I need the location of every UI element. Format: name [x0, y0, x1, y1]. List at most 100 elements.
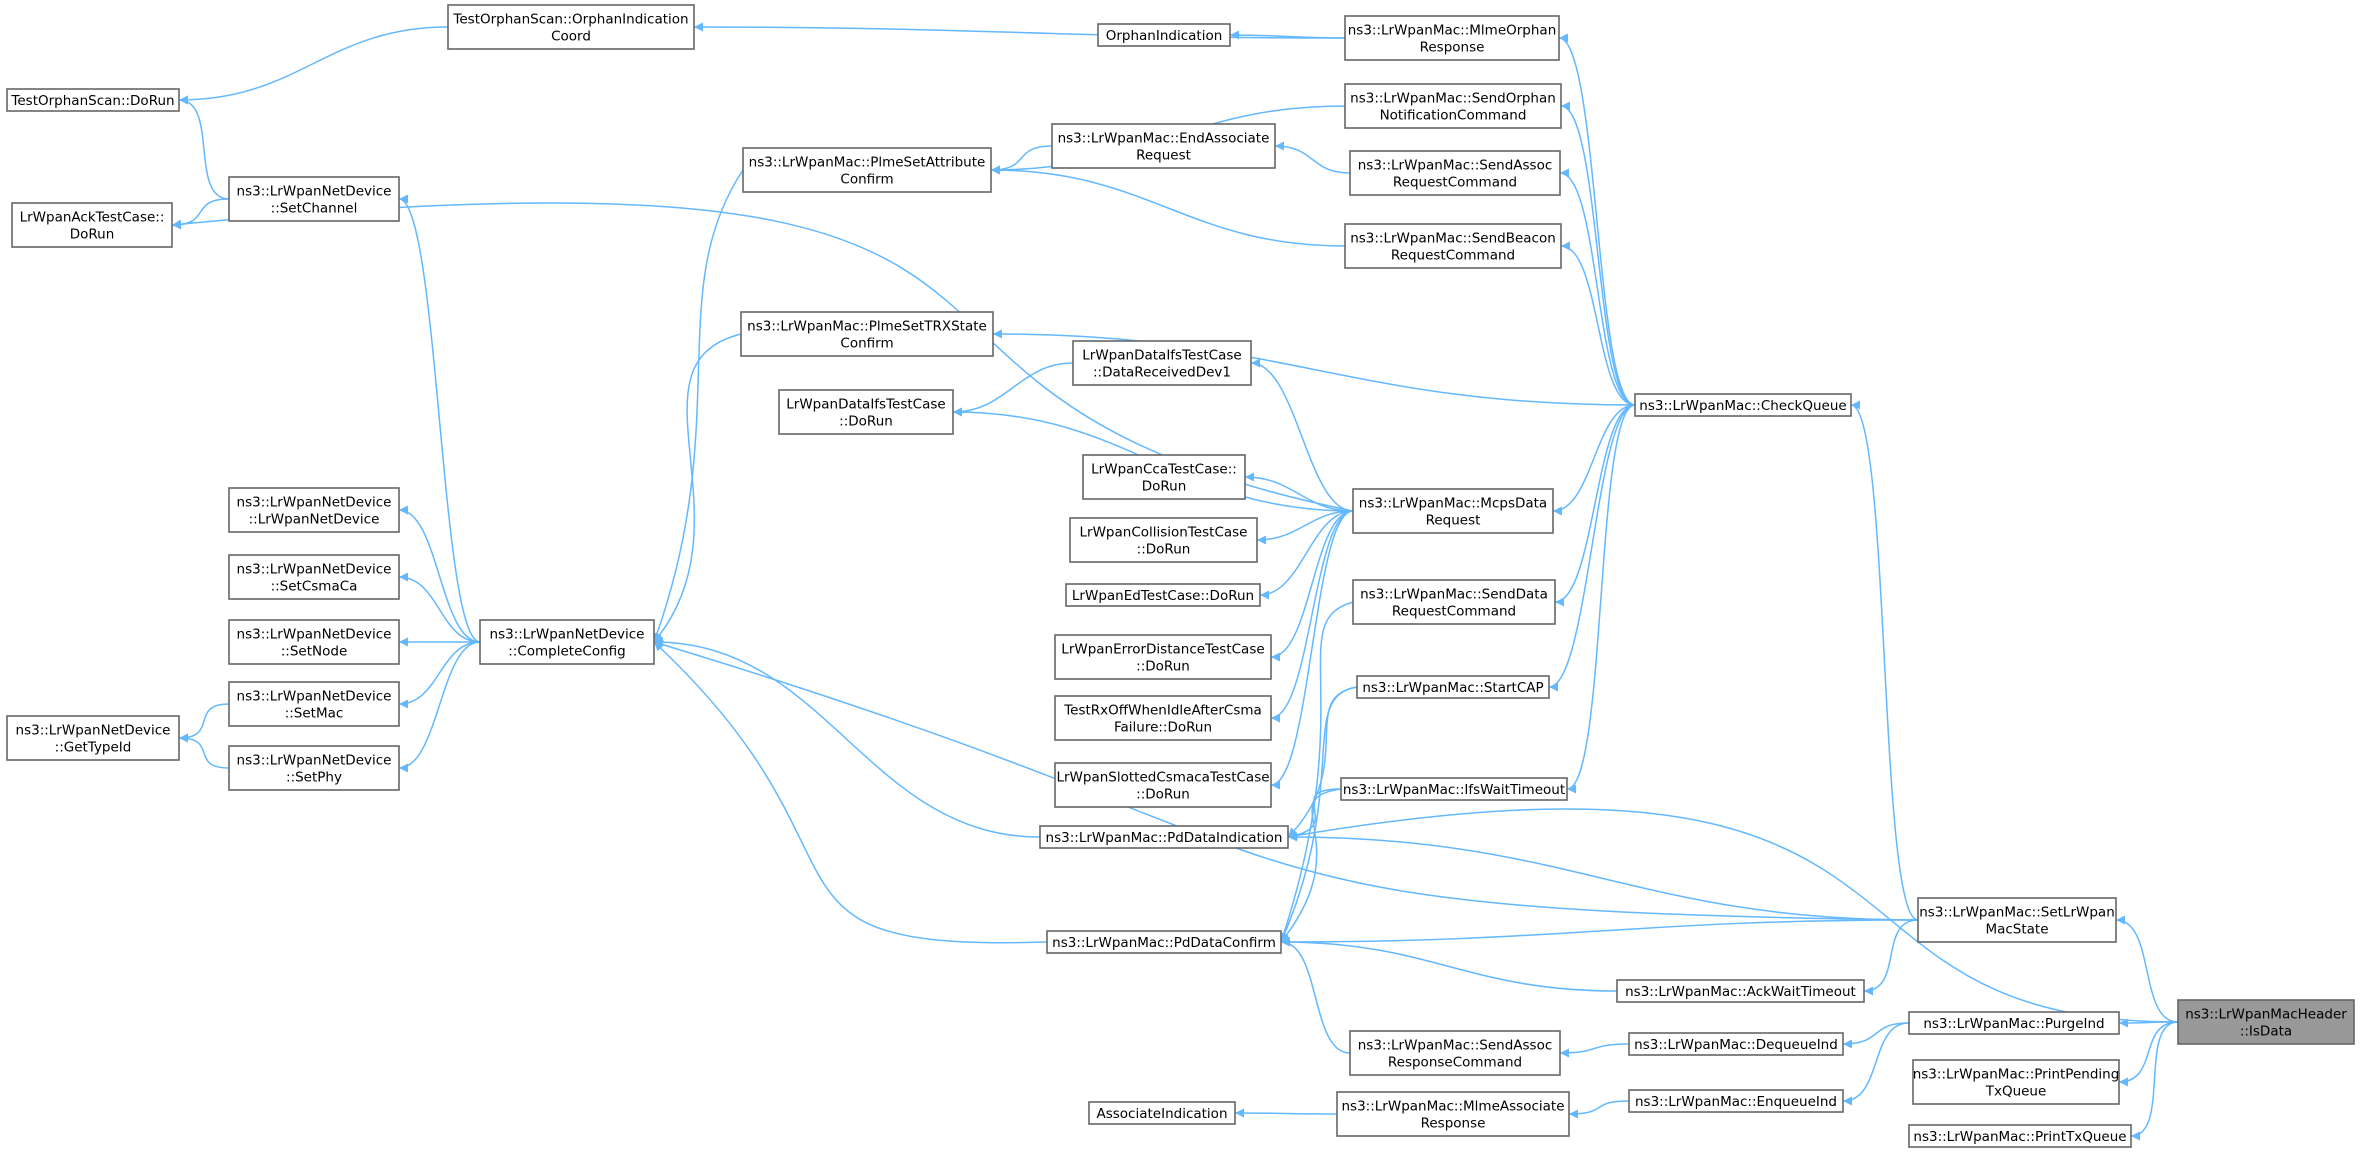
edge-plmesetattributeconfirm-to-endassociaterequest: [990, 145, 1053, 175]
edge-lrwpanacktestcase-dorun-to-mcpsdatarequest: [171, 202, 1354, 512]
node-lrwpannetdevice[interactable]: ns3::LrWpanNetDevice::LrWpanNetDevice: [228, 487, 400, 533]
node-lrwpanccatestcase-dorun[interactable]: LrWpanCcaTestCase::DoRun: [1082, 454, 1246, 500]
node-label: ns3::LrWpanMac::EndAssociate: [1058, 131, 1270, 147]
node-label: ns3::LrWpanMac::SendAssoc: [1358, 158, 1553, 174]
node-associateindication[interactable]: AssociateIndication: [1088, 1101, 1236, 1125]
node-label: ::SetNode: [281, 644, 348, 660]
node-box: [228, 176, 400, 222]
node-lrwpanerrordistancetestcase-dorun[interactable]: LrWpanErrorDistanceTestCase::DoRun: [1054, 634, 1272, 680]
node-lrwpancollisiontestcase-dorun[interactable]: LrWpanCollisionTestCase::DoRun: [1069, 517, 1258, 563]
node-gettypeid[interactable]: ns3::LrWpanNetDevice::GetTypeId: [6, 715, 180, 761]
node-label: DoRun: [1142, 479, 1187, 495]
node-box: [228, 554, 400, 600]
node-purgeind[interactable]: ns3::LrWpanMac::PurgeInd: [1908, 1011, 2120, 1035]
node-sendorphannotificationcommand[interactable]: ns3::LrWpanMac::SendOrphanNotificationCo…: [1344, 83, 1562, 129]
node-datareceiveddev1[interactable]: LrWpanDataIfsTestCase::DataReceivedDev1: [1072, 340, 1252, 386]
node-setnode[interactable]: ns3::LrWpanNetDevice::SetNode: [228, 619, 400, 665]
node-box: [447, 4, 695, 50]
edge-sendassocresponsecommand-to-dequeueind: [1559, 1043, 1630, 1058]
node-box: [1088, 1101, 1236, 1125]
node-box: [11, 202, 173, 248]
edge-pddataconfirm-to-senddatarequestcommand: [1279, 601, 1354, 943]
node-label: ::GetTypeId: [55, 740, 132, 756]
edge-mcpsdatarequest-to-checkqueue: [1552, 404, 1636, 516]
edge-sendassocrequestcommand-to-checkqueue: [1559, 168, 1636, 406]
node-lrwpanedtestcase-dorun[interactable]: LrWpanEdTestCase::DoRun: [1065, 583, 1261, 607]
edge-testrxoffwhenidleaftercsma-dorun-to-mcpsdatarequest: [1270, 510, 1354, 723]
node-box: [1917, 897, 2117, 943]
node-box: [740, 311, 994, 357]
edge-lrwpanccatestcase-dorun-to-mcpsdatarequest: [1244, 472, 1354, 512]
node-dequeueind[interactable]: ns3::LrWpanMac::DequeueInd: [1628, 1032, 1844, 1056]
node-setchannel[interactable]: ns3::LrWpanNetDevice::SetChannel: [228, 176, 400, 222]
node-ackwaittimeout[interactable]: ns3::LrWpanMac::AckWaitTimeout: [1616, 979, 1865, 1003]
node-enqueueind[interactable]: ns3::LrWpanMac::EnqueueInd: [1628, 1089, 1844, 1113]
edge-setphy-to-completeconfig: [398, 641, 481, 773]
node-box: [228, 681, 400, 727]
node-label: DoRun: [70, 227, 115, 243]
edge-associateindication-to-mlmeassociateresponse: [1234, 1108, 1338, 1118]
node-checkqueue[interactable]: ns3::LrWpanMac::CheckQueue: [1634, 393, 1852, 417]
node-box: [1051, 123, 1276, 169]
node-label: ns3::LrWpanMac::PlmeSetTRXState: [747, 319, 987, 335]
node-box: [228, 619, 400, 665]
node-completeconfig[interactable]: ns3::LrWpanNetDevice::CompleteConfig: [479, 619, 655, 665]
node-isdata[interactable]: ns3::LrWpanMacHeader::IsData: [2177, 999, 2355, 1045]
node-printtxqueue[interactable]: ns3::LrWpanMac::PrintTxQueue: [1908, 1124, 2132, 1148]
node-lrwpanacktestcase-dorun[interactable]: LrWpanAckTestCase::DoRun: [11, 202, 173, 248]
node-label: ns3::LrWpanMac::SendOrphan: [1350, 91, 1556, 107]
node-setcsmaca[interactable]: ns3::LrWpanNetDevice::SetCsmaCa: [228, 554, 400, 600]
node-label: ns3::LrWpanMacHeader: [2185, 1007, 2347, 1023]
edge-setlrwpanmacstate-to-isdata: [2115, 915, 2179, 1023]
node-box: [1352, 488, 1554, 534]
edge-lrwpanedtestcase-dorun-to-mcpsdatarequest: [1259, 510, 1354, 600]
node-box: [1097, 23, 1231, 47]
node-label: ns3::LrWpanNetDevice: [237, 753, 392, 769]
node-setmac[interactable]: ns3::LrWpanNetDevice::SetMac: [228, 681, 400, 727]
edge-pddataconfirm-to-setlrwpanmacstate: [1280, 919, 1919, 947]
edge-pddataconfirm-to-ifswaittimeout: [1280, 788, 1342, 943]
edge-testorphanscan-dorun-to-testorphanscan-orphanindicationcoord: [178, 26, 449, 105]
node-label: LrWpanSlottedCsmacaTestCase: [1056, 770, 1269, 786]
node-box: [228, 745, 400, 791]
node-label: ::CompleteConfig: [508, 644, 625, 660]
node-box: [1039, 825, 1289, 849]
node-ifswaittimeout[interactable]: ns3::LrWpanMac::IfsWaitTimeout: [1340, 777, 1568, 801]
edge-senddatarequestcommand-to-checkqueue: [1554, 404, 1636, 607]
node-label: TestOrphanScan::OrphanIndication: [452, 12, 688, 28]
node-label: Response: [1421, 1116, 1486, 1132]
node-label: ns3::LrWpanMac::PdDataIndication: [1046, 830, 1283, 846]
node-label: Response: [1420, 40, 1485, 56]
node-pddataconfirm[interactable]: ns3::LrWpanMac::PdDataConfirm: [1046, 930, 1282, 954]
node-label: LrWpanEdTestCase::DoRun: [1072, 588, 1254, 604]
node-startcap[interactable]: ns3::LrWpanMac::StartCAP: [1356, 675, 1550, 699]
node-label: LrWpanAckTestCase::: [20, 210, 165, 226]
node-orphanindication[interactable]: OrphanIndication: [1097, 23, 1231, 47]
node-label: ::SetMac: [285, 706, 344, 722]
edge-printpendingtxqueue-to-isdata: [2118, 1021, 2179, 1087]
node-testorphanscan-dorun[interactable]: TestOrphanScan::DoRun: [6, 88, 180, 112]
node-label: Request: [1136, 148, 1191, 164]
node-label: ns3::LrWpanNetDevice: [237, 495, 392, 511]
node-setphy[interactable]: ns3::LrWpanNetDevice::SetPhy: [228, 745, 400, 791]
node-lrwpandataifstestcase-dorun[interactable]: LrWpanDataIfsTestCase::DoRun: [778, 389, 954, 435]
node-label: LrWpanErrorDistanceTestCase: [1061, 642, 1264, 658]
node-lrwpanslottedcsmacatestcase-dorun[interactable]: LrWpanSlottedCsmacaTestCase::DoRun: [1054, 762, 1272, 808]
node-pddataindication[interactable]: ns3::LrWpanMac::PdDataIndication: [1039, 825, 1289, 849]
node-box: [1336, 1091, 1570, 1137]
